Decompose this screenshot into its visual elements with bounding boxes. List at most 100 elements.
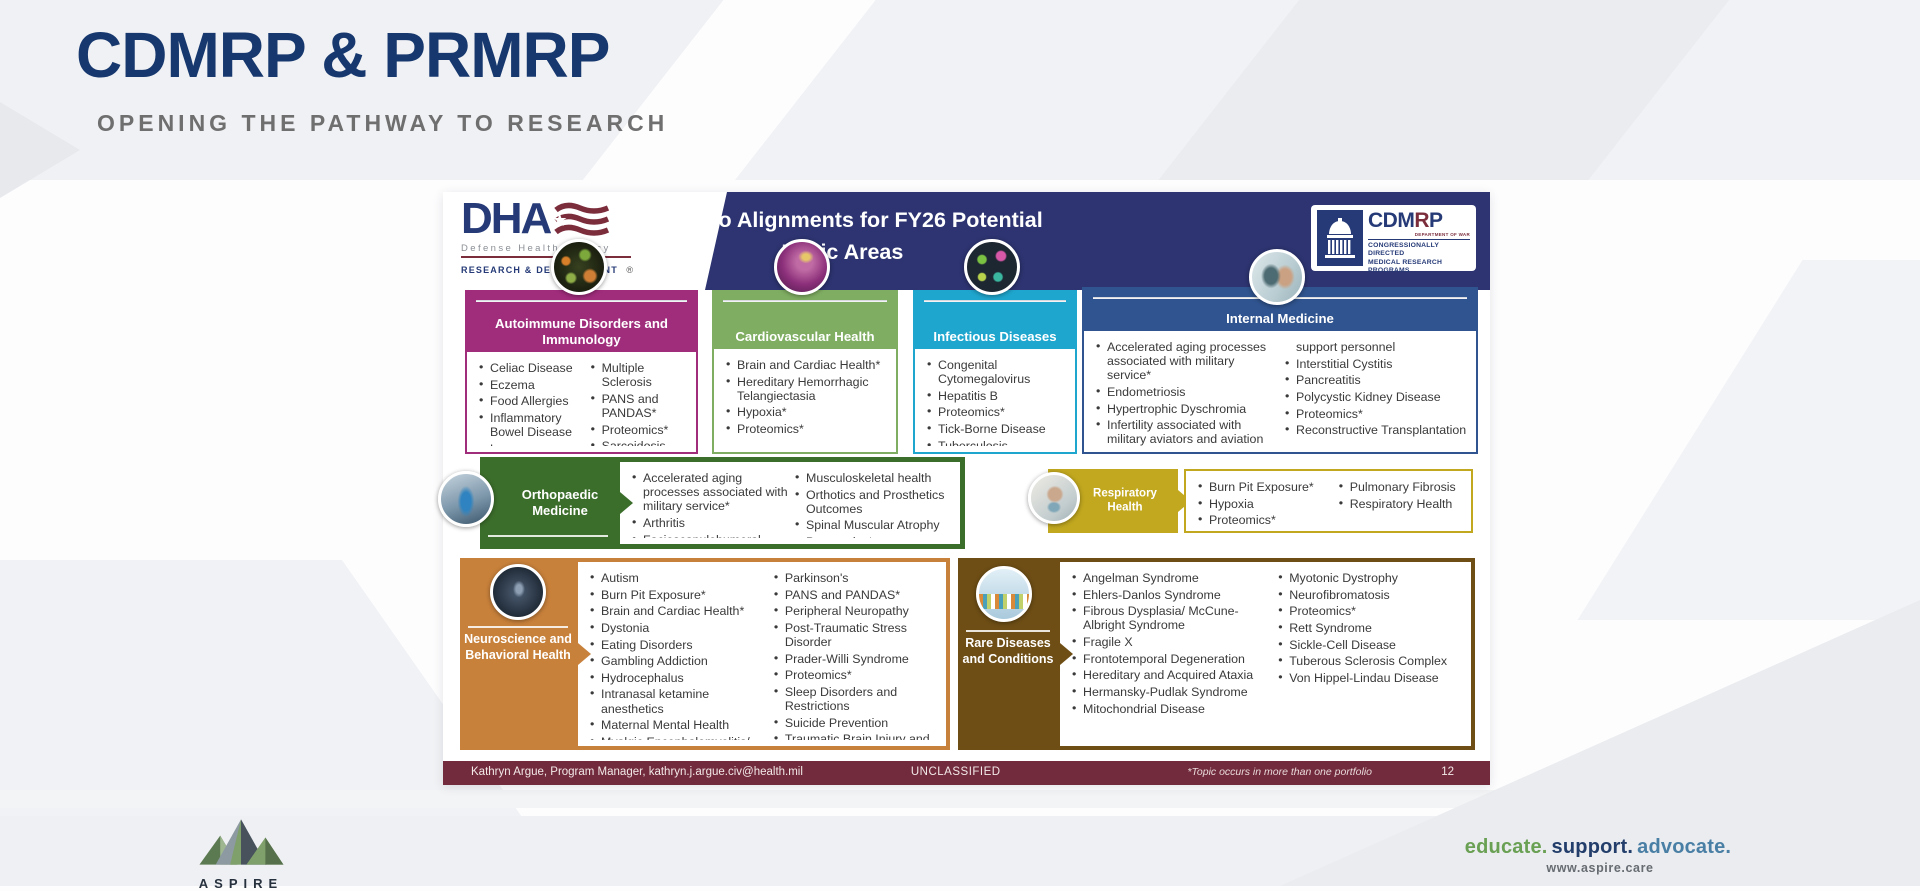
portfolio-topic-list: Celiac DiseaseEczemaFood AllergiesInflam… [467,352,696,452]
tagline-word: advocate. [1637,836,1732,858]
portfolio-topic-column: Pulmonary FibrosisRespiratory Health [1339,480,1463,525]
lab-test-tubes-photo [976,566,1032,622]
topic-item: Hereditary Hemorrhagic Telangiectasia [726,374,888,403]
topic-item: Spinal Muscular Atrophy [795,517,952,532]
classification-label: UNCLASSIFIED [910,766,1001,778]
topic-item: Celiac Disease [479,361,585,375]
topic-item: Myotonic Dystrophy [1278,571,1463,585]
topic-item: Proteomics* [591,422,688,437]
dha-acronym: DHA ★ [461,194,567,243]
topic-item: Proteomics* [1285,406,1468,421]
topic-item: PANS and PANDAS* [591,391,688,420]
cdmrp-subtitle: CONGRESSIONALLY DIRECTED MEDICAL RESEARC… [1368,239,1470,276]
topic-item: Arthritis [632,515,789,530]
header-divider-line [723,300,887,302]
portfolio-topic-column: support personnelInterstitial CystitisPa… [1285,340,1468,446]
dha-rule [461,256,631,258]
portfolio-box-neuroscience: AutismBurn Pit Exposure*Brain and Cardia… [460,558,950,750]
topic-item: Hereditary and Acquired Ataxia [1072,667,1272,682]
footer-band-upper [0,790,1920,808]
portfolio-topic-columns: Angelman SyndromeEhlers-Danlos SyndromeF… [1060,562,1471,746]
aspire-wordmark: ASPIRE [198,876,284,891]
topic-item: Gambling Addiction [590,653,768,668]
portfolio-topic-column: Brain and Cardiac Health* Hereditary Hemo… [726,358,888,446]
background-pattern-shape [0,60,80,240]
topic-item: Eating Disorders [590,637,768,652]
topic-item: Food Allergies [479,393,585,408]
portfolio-topic-list: AutismBurn Pit Exposure*Brain and Cardia… [578,562,946,746]
head-xray-photo [490,564,546,620]
background-pattern-shape [734,0,1920,180]
topic-item: Maternal Mental Health [590,717,768,732]
topic-item: Brain and Cardiac Health* [726,358,888,372]
slide-title: Portfolio Alignments for FY26 Potential … [613,204,1073,269]
contact-info: Kathryn Argue, Program Manager, kathryn.… [471,766,803,778]
portfolio-topic-column: Celiac DiseaseEczemaFood AllergiesInflam… [479,361,585,446]
dha-star-icon: ★ [553,212,567,229]
header-divider-line [924,300,1066,302]
topic-item: Musculoskeletal health [795,471,952,485]
topic-item: Intranasal ketamine anesthetics [590,686,768,715]
portfolio-topic-columns: AutismBurn Pit Exposure*Brain and Cardia… [578,562,946,746]
portfolio-title: Cardiovascular Health [735,329,875,345]
topic-item: Proteomics* [726,421,888,436]
label-divider-line [468,626,568,628]
topic-item: Fibrous Dysplasia/ McCune-Albright Syndr… [1072,603,1272,632]
topic-item: Frontotemporal Degeneration [1072,651,1272,666]
portfolio-topic-columns: Celiac DiseaseEczemaFood AllergiesInflam… [467,352,696,452]
portfolio-topic-column: Burn Pit Exposure*HypoxiaProteomics* [1198,480,1333,525]
portfolio-header: Infectious Diseases [914,291,1076,349]
topic-item: Proteomics* [1198,512,1333,525]
portfolio-box-internal: Internal MedicineAccelerated aging proce… [1082,249,1478,454]
dha-subtitle: RESEARCH & DEVELOPMENT [461,265,618,275]
topic-item: Inflammatory Bowel Disease [479,410,585,439]
topic-list: Pulmonary FibrosisRespiratory Health [1339,480,1463,511]
background-pattern-shape [1577,260,1920,620]
immune-cells-micrograph-photo [550,239,607,295]
portfolio-header: Cardiovascular Health [713,291,897,349]
topic-item: Post-Traumatic Stress Disorder [774,620,938,649]
topic-item: Parkinson's [774,571,938,585]
label-arrow [620,492,633,514]
portfolio-topic-columns: Burn Pit Exposure*HypoxiaProteomics*Pulm… [1186,471,1471,531]
topic-item: Suicide Prevention [774,715,938,730]
topic-item: Hypoxia* [726,404,888,419]
topic-item: Facioscapulohumeral Muscular Dystrophy [632,532,789,538]
topic-item: Pancreatitis [1285,372,1468,387]
topic-item: Peripheral Neuropathy [774,603,938,618]
portfolio-topic-list: Brain and Cardiac Health* Hereditary Hemo… [714,349,896,452]
portfolio-topic-list: Congenital CytomegalovirusHepatitis BPro… [915,349,1075,452]
label-divider-line [966,630,1050,632]
topic-item: Autism [590,571,768,585]
topic-item: Proteomics* [1278,603,1463,618]
portfolio-topic-column: AutismBurn Pit Exposure*Brain and Cardia… [590,571,768,740]
portfolio-title: Infectious Diseases [933,329,1057,345]
tagline: educate.support.advocate. [1430,836,1770,859]
portfolio-topic-column: Parkinson'sPANS and PANDAS*Peripheral Ne… [774,571,938,740]
topic-list: Congenital CytomegalovirusHepatitis BPro… [927,358,1067,446]
dha-logo: DHA ★ Defense Health Agency RESEARCH & D… [461,194,701,288]
topic-item: Accelerated aging processes associated w… [1096,340,1279,382]
topic-item: Hypoxia [1198,496,1333,511]
topic-item: Interstitial Cystitis [1285,356,1468,371]
tagline-word: educate. [1464,836,1548,858]
portfolio-box-autoimmune: Autoimmune Disorders and ImmunologyCelia… [465,239,698,454]
topic-item: Fragile X [1072,634,1272,649]
topic-list: Accelerated aging processes associated w… [632,471,789,538]
topic-item: Hepatitis B [927,388,1067,403]
portfolio-topic-list: Burn Pit Exposure*HypoxiaProteomics*Pulm… [1184,469,1473,533]
topic-item-continuation: support personnel [1296,340,1396,354]
topic-item: Mitochondrial Disease [1072,701,1272,716]
capitol-icon [1317,210,1363,266]
portfolio-topic-columns: Accelerated aging processes associated w… [620,462,960,544]
cdmrp-wordmark: CDMRP [1368,209,1443,232]
topic-item: Sleep Disorders and Restrictions [774,684,938,713]
portfolio-topic-list: Accelerated aging processes associated w… [1084,331,1476,452]
slide-title-line1: Portfolio Alignments for FY26 Potential [643,208,1043,232]
portfolio-topic-columns: Congenital CytomegalovirusHepatitis BPro… [915,349,1075,452]
portfolio-box-orthopaedic: Accelerated aging processes associated w… [438,457,965,549]
topic-item: Pulmonary Fibrosis [1339,480,1463,494]
portfolio-topic-column: Congenital CytomegalovirusHepatitis BPro… [927,358,1067,446]
portfolio-title: Internal Medicine [1226,311,1334,327]
presentation-slide: Portfolio Alignments for FY26 Potential … [438,192,1490,785]
